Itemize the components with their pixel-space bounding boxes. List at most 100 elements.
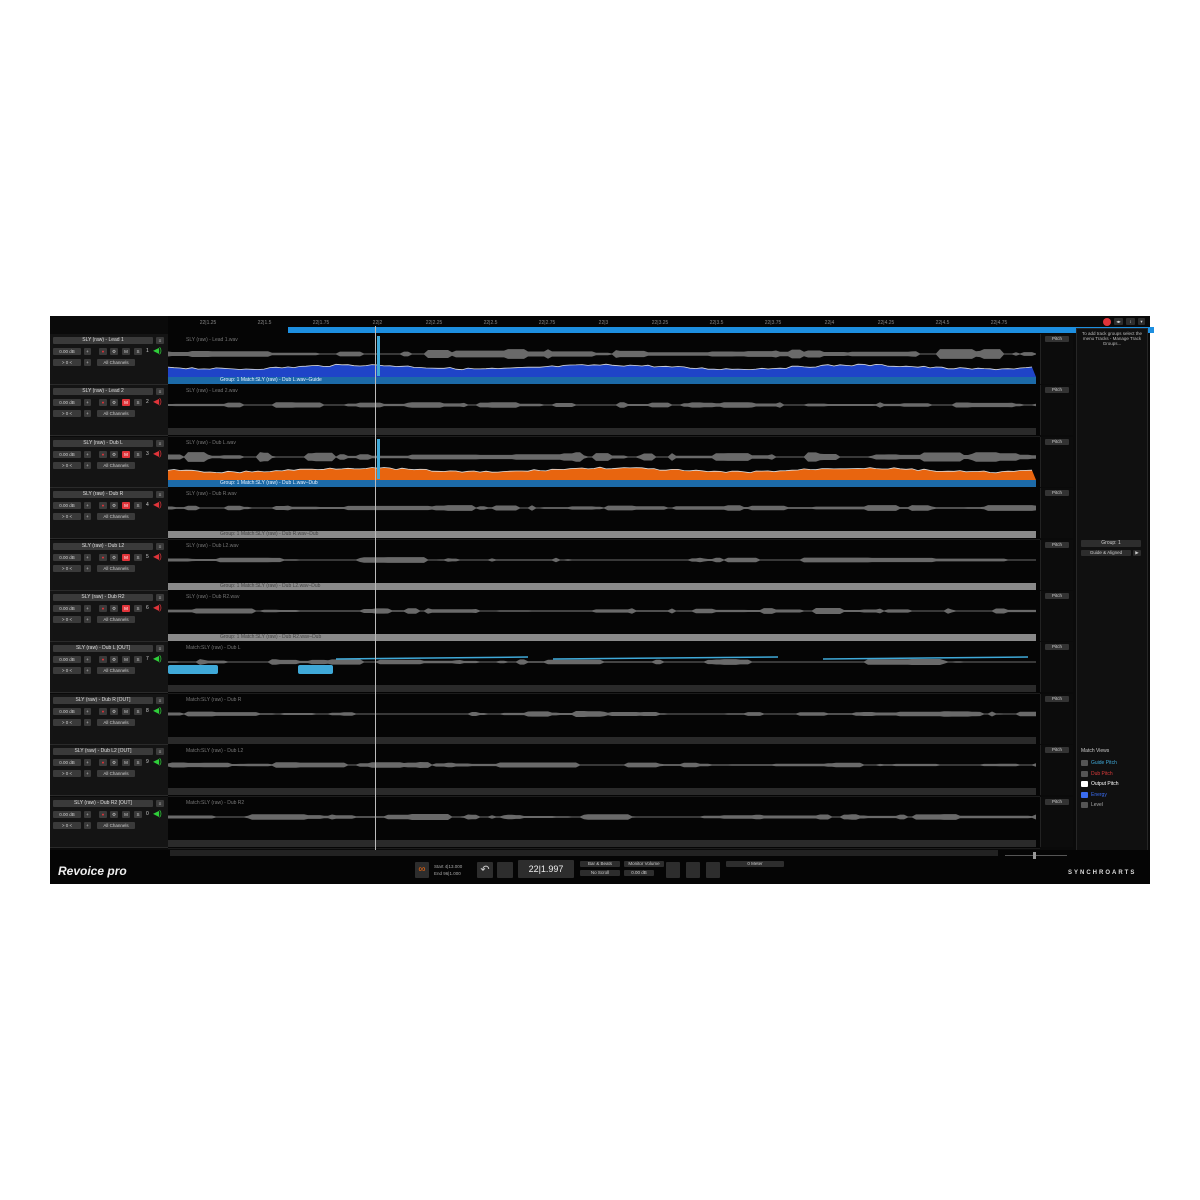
pitch-select[interactable]: Pitch <box>1045 438 1069 445</box>
mute-button[interactable]: M <box>122 450 130 458</box>
gain-stepper[interactable]: + <box>84 605 91 612</box>
group-bar[interactable] <box>168 839 1036 847</box>
gain-field[interactable]: 0.00 dB <box>53 553 81 561</box>
pitch-select[interactable]: Pitch <box>1045 593 1069 599</box>
track-lane[interactable]: SLY (raw) - Lead 2.wav <box>168 385 1040 438</box>
gain-stepper[interactable]: + <box>84 502 91 510</box>
meter-select[interactable]: 0 Meter <box>726 861 784 867</box>
track-name[interactable]: SLY (raw) - Dub L2 [OUT] <box>53 748 153 756</box>
offset-field[interactable]: > 0 < <box>53 564 81 572</box>
track-menu-button[interactable]: ≡ <box>156 337 164 344</box>
track-name[interactable]: SLY (raw) - Dub R2 [OUT] <box>53 799 153 807</box>
speaker-icon[interactable]: ◀) <box>153 397 162 407</box>
gain-stepper[interactable]: + <box>84 553 91 561</box>
group-bar[interactable]: Group: 1 Match:SLY (raw) - Dub L.wav–Gui… <box>168 377 1036 384</box>
gain-field[interactable]: 0.00 dB <box>53 707 81 715</box>
mute-button[interactable]: M <box>122 348 130 355</box>
offset-stepper[interactable]: + <box>84 770 91 778</box>
track-menu-button[interactable]: ≡ <box>156 594 164 601</box>
record-arm-button[interactable]: ● <box>99 810 107 818</box>
solo-button[interactable]: S <box>134 656 142 664</box>
offset-stepper[interactable]: + <box>84 410 91 418</box>
speaker-icon[interactable]: ◀) <box>153 500 162 510</box>
track-lane[interactable]: Match:SLY (raw) - Dub R <box>168 693 1040 746</box>
record-arm-button[interactable]: ● <box>99 348 107 355</box>
speaker-icon[interactable]: ◀) <box>153 551 162 561</box>
track-lane[interactable]: SLY (raw) - Dub R.wav Group: 1 Match:SLY… <box>168 488 1040 541</box>
tool-button-3[interactable] <box>706 862 720 878</box>
offset-field[interactable]: > 0 < <box>53 461 81 469</box>
gain-field[interactable]: 0.00 dB <box>53 450 81 458</box>
mute-button[interactable]: M <box>122 605 130 612</box>
pitch-select[interactable]: Pitch <box>1045 644 1069 651</box>
pitch-select[interactable]: Pitch <box>1045 798 1069 805</box>
track-name[interactable]: SLY (raw) - Dub R <box>53 491 153 499</box>
record-arm-button[interactable]: ● <box>99 707 107 715</box>
zoom-slider[interactable] <box>1005 852 1067 859</box>
channels-select[interactable]: All Channels <box>97 564 135 572</box>
mute-button[interactable]: M <box>122 656 130 664</box>
gain-field[interactable]: 0.00 dB <box>53 502 81 510</box>
match-view-toggle[interactable]: Dub Pitch <box>1081 769 1119 780</box>
track-menu-button[interactable]: ≡ <box>156 439 164 447</box>
group-bar[interactable]: Group: 1 Match:SLY (raw) - Dub L2.wav–Du… <box>168 582 1036 590</box>
group-bar[interactable]: Group: 1 Match:SLY (raw) - Dub R2.wav–Du… <box>168 634 1036 641</box>
speaker-icon[interactable]: ◀) <box>153 808 162 818</box>
offset-stepper[interactable]: + <box>84 359 91 366</box>
track-menu-button[interactable]: ≡ <box>156 696 164 704</box>
match-view-toggle[interactable]: Energy <box>1081 790 1119 801</box>
offset-field[interactable]: > 0 < <box>53 667 81 675</box>
undo-button[interactable]: ↶ <box>477 862 493 878</box>
record-arm-button[interactable]: ● <box>99 502 107 510</box>
settings-button[interactable]: ⚙ <box>110 605 118 612</box>
channels-select[interactable]: All Channels <box>97 718 135 726</box>
channels-select[interactable]: All Channels <box>97 410 135 418</box>
pitch-select[interactable]: Pitch <box>1045 387 1069 394</box>
match-view-toggle[interactable]: Level <box>1081 800 1119 811</box>
track-menu-button[interactable]: ≡ <box>156 388 164 396</box>
offset-field[interactable]: > 0 < <box>53 718 81 726</box>
track-name[interactable]: SLY (raw) - Lead 1 <box>53 337 153 344</box>
height-icon[interactable]: ↕ <box>1126 318 1135 325</box>
offset-field[interactable]: > 0 < <box>53 616 81 623</box>
track-menu-button[interactable]: ≡ <box>156 491 164 499</box>
volume-field[interactable]: 0.00 dB <box>624 870 654 876</box>
channels-select[interactable]: All Channels <box>97 513 135 521</box>
pitch-select[interactable]: Pitch <box>1045 490 1069 497</box>
gain-field[interactable]: 0.00 dB <box>53 810 81 818</box>
channels-select[interactable]: All Channels <box>97 616 135 623</box>
eye-icon[interactable] <box>1081 791 1088 798</box>
offset-stepper[interactable]: + <box>84 513 91 521</box>
group-select[interactable]: Group: 1 <box>1081 540 1141 547</box>
eye-icon[interactable] <box>1081 770 1088 777</box>
time-format-select[interactable]: Bar & Beats <box>580 861 620 867</box>
settings-button[interactable]: ⚙ <box>110 656 118 664</box>
redo-button[interactable] <box>497 862 513 878</box>
eye-icon[interactable] <box>1081 781 1088 788</box>
offset-stepper[interactable]: + <box>84 616 91 623</box>
offset-field[interactable]: > 0 < <box>53 770 81 778</box>
group-bar[interactable] <box>168 736 1036 744</box>
gain-field[interactable]: 0.00 dB <box>53 605 81 612</box>
solo-button[interactable]: S <box>134 553 142 561</box>
gain-stepper[interactable]: + <box>84 399 91 407</box>
record-arm-button[interactable]: ● <box>99 759 107 767</box>
speaker-icon[interactable]: ◀) <box>153 705 162 715</box>
mute-button[interactable]: M <box>122 502 130 510</box>
channels-select[interactable]: All Channels <box>97 667 135 675</box>
gain-stepper[interactable]: + <box>84 656 91 664</box>
settings-button[interactable]: ⚙ <box>110 707 118 715</box>
pitch-select[interactable]: Pitch <box>1045 541 1069 548</box>
settings-button[interactable]: ⚙ <box>110 399 118 407</box>
gain-field[interactable]: 0.00 dB <box>53 348 81 355</box>
offset-field[interactable]: > 0 < <box>53 513 81 521</box>
group-bar[interactable]: Group: 1 Match:SLY (raw) - Dub R.wav–Dub <box>168 531 1036 539</box>
match-view-toggle[interactable]: Output Pitch <box>1081 779 1119 790</box>
solo-button[interactable]: S <box>134 759 142 767</box>
tool-button-2[interactable] <box>686 862 700 878</box>
track-lane[interactable]: Match:SLY (raw) - Dub R2 <box>168 796 1040 849</box>
channels-select[interactable]: All Channels <box>97 461 135 469</box>
track-name[interactable]: SLY (raw) - Lead 2 <box>53 388 153 396</box>
pitch-select[interactable]: Pitch <box>1045 336 1069 342</box>
